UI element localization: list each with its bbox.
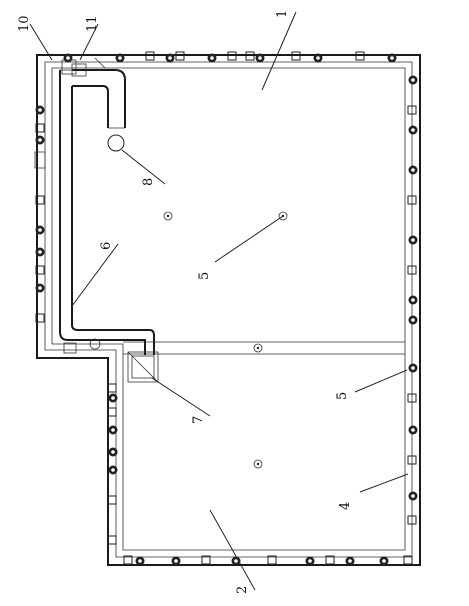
bolt-center	[411, 298, 415, 302]
mounting-points	[163, 211, 288, 469]
bolt-center	[348, 559, 352, 563]
callout-4: 4	[338, 502, 353, 510]
clip-icon	[145, 51, 155, 61]
bolt-center	[38, 250, 42, 254]
clip-icon	[407, 393, 417, 403]
callout-1: 1	[275, 10, 290, 18]
clip-icon	[35, 313, 45, 323]
clip-icon	[291, 51, 301, 61]
clip-icon	[107, 495, 117, 505]
bolt-center	[411, 78, 415, 82]
bolt-center	[411, 318, 415, 322]
bolt-center	[174, 559, 178, 563]
bolt-center	[308, 559, 312, 563]
callout-5-upper: 5	[197, 272, 212, 280]
clip-icon	[407, 265, 417, 275]
callout-7: 7	[191, 416, 206, 424]
callout-8: 8	[141, 178, 156, 186]
bolt-center	[411, 168, 415, 172]
callout-6: 6	[99, 242, 114, 250]
bolt-center	[111, 396, 115, 400]
bolt-center	[411, 428, 415, 432]
callout-2: 2	[235, 586, 250, 594]
bolt-center	[66, 56, 70, 60]
callout-10: 10	[17, 15, 32, 32]
bolt-center	[258, 56, 262, 60]
clip-icon	[107, 407, 117, 417]
clip-icon	[107, 383, 117, 393]
bolt-center	[411, 366, 415, 370]
circular-port	[107, 134, 125, 152]
bolt-center	[38, 108, 42, 112]
clip-icon	[123, 555, 133, 565]
clip-icon	[35, 195, 45, 205]
clip-icon	[175, 51, 185, 61]
clip-icon	[407, 195, 417, 205]
leader-lines	[29, 11, 409, 591]
housing-outline	[36, 54, 421, 566]
bolt-center	[390, 56, 394, 60]
callout-labels: 1 2 4 5 5 6 7 8 10 11	[17, 10, 353, 594]
clip-icon	[267, 555, 277, 565]
bolt-center	[38, 138, 42, 142]
bolt-center	[138, 559, 142, 563]
terminal-block	[127, 351, 159, 383]
clip-icon	[407, 455, 417, 465]
clip-icon	[355, 51, 365, 61]
compartment-divider	[123, 341, 405, 355]
bolt-center	[38, 286, 42, 290]
clip-icon	[407, 515, 417, 525]
clip-icon	[403, 555, 413, 565]
clip-icon	[35, 123, 45, 133]
clip-icon	[201, 555, 211, 565]
bolt-center	[111, 468, 115, 472]
bolt-center	[38, 228, 42, 232]
callout-11: 11	[85, 15, 100, 32]
bolt-center	[111, 428, 115, 432]
bolt-center	[118, 56, 122, 60]
callout-5-lower: 5	[335, 392, 350, 400]
bolt-center	[411, 238, 415, 242]
bolt-center	[316, 56, 320, 60]
clip-icon	[107, 535, 117, 545]
clip-icon	[35, 265, 45, 275]
clip-icon	[407, 105, 417, 115]
clip-icon	[227, 51, 237, 61]
bolt-center	[382, 559, 386, 563]
edge-fasteners	[35, 51, 418, 566]
bolt-center	[210, 56, 214, 60]
clip-icon	[325, 555, 335, 565]
bolt-center	[234, 559, 238, 563]
bolt-center	[411, 494, 415, 498]
side-connector	[34, 151, 101, 354]
bolt-center	[111, 450, 115, 454]
bolt-center	[411, 128, 415, 132]
bolt-center	[168, 56, 172, 60]
clip-icon	[245, 51, 255, 61]
